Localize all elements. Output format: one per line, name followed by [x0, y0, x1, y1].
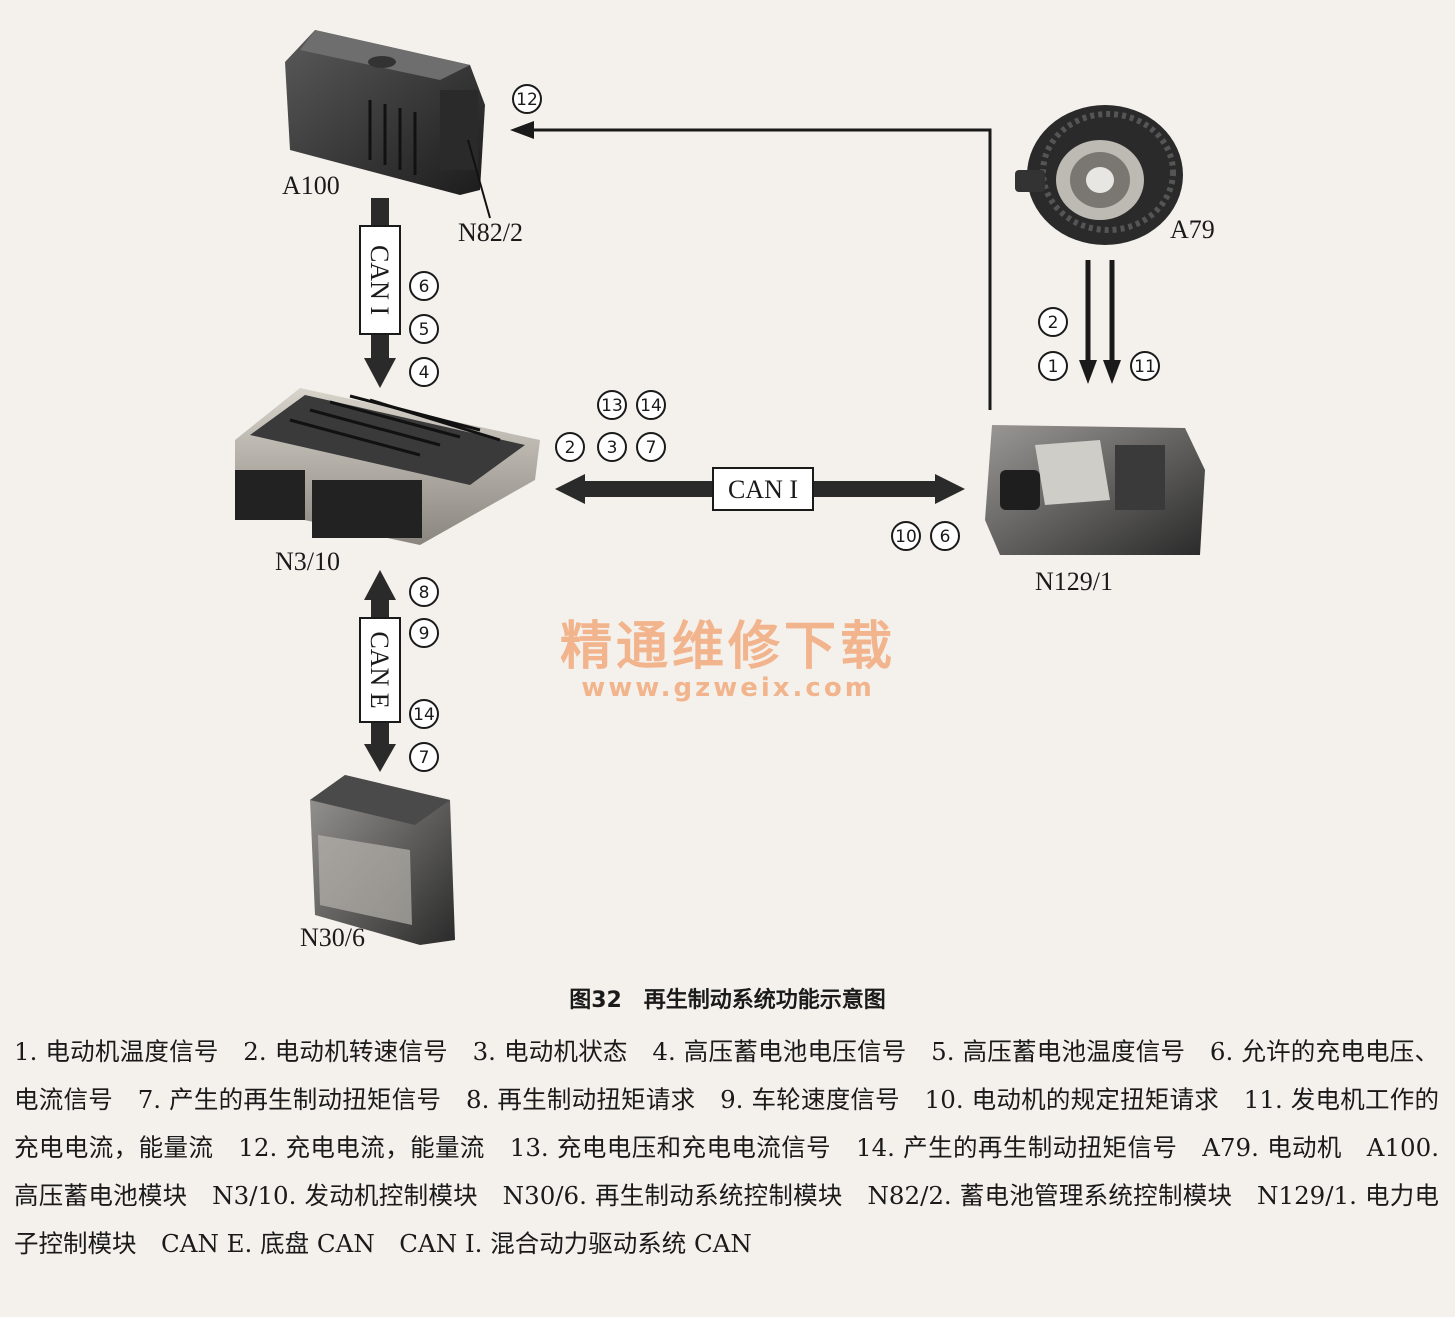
signal-5-marker: 5 [409, 314, 439, 344]
signal-6-marker: 6 [930, 521, 960, 551]
a100-battery-module-image [285, 30, 491, 219]
signal-number: 1 [1048, 357, 1059, 377]
watermark-url: www.gzweix.com [581, 673, 875, 703]
label-n82-2: N82/2 [458, 218, 523, 247]
signal-14-marker: 14 [636, 390, 666, 420]
signal-number: 9 [419, 624, 430, 644]
watermark-title: 精通维修下载 [560, 617, 896, 677]
can-i-horizontal-arrow [555, 467, 965, 511]
signal-number: 2 [1048, 313, 1059, 333]
signal-7-marker: 7 [636, 432, 666, 462]
regenerative-braking-diagram: A100 N82/2 A79 N3/10 N129/1 N30/6 CAN I … [235, 30, 1215, 952]
signal-6-marker: 6 [409, 271, 439, 301]
signal-10-marker: 10 [891, 521, 921, 551]
signal-12-marker: 12 [512, 84, 542, 114]
arrow-12-energy-flow [510, 121, 992, 410]
signal-number: 4 [419, 363, 430, 383]
label-a79: A79 [1170, 215, 1215, 244]
signal-number: 6 [940, 527, 951, 547]
signal-number: 13 [601, 396, 623, 416]
label-can-i-horizontal: CAN I [728, 475, 798, 504]
n129-1-power-electronics-image [985, 425, 1205, 555]
signal-1-marker: 1 [1038, 351, 1068, 381]
signal-number: 14 [413, 705, 435, 725]
figure-caption: 图32 再生制动系统功能示意图 [569, 988, 886, 1013]
signal-14-marker: 14 [409, 699, 439, 729]
signal-number: 14 [640, 396, 662, 416]
label-n129-1: N129/1 [1035, 567, 1113, 596]
figure-legend: 1. 电动机温度信号 2. 电动机转速信号 3. 电动机状态 4. 高压蓄电池电… [14, 1037, 1439, 1258]
signal-number: 12 [516, 90, 538, 110]
label-a100: A100 [282, 171, 340, 200]
can-i-vertical-arrow [359, 198, 401, 388]
signal-number: 6 [419, 277, 430, 297]
label-can-e: CAN E [365, 631, 394, 708]
n3-10-engine-ecu-image [235, 388, 540, 545]
signal-number: 3 [607, 438, 618, 458]
signal-number: 2 [565, 438, 576, 458]
signal-number: 7 [646, 438, 657, 458]
signal-2-marker: 2 [1038, 307, 1068, 337]
signal-9-marker: 9 [409, 618, 439, 648]
signal-13-marker: 13 [597, 390, 627, 420]
label-can-i-vertical: CAN I [365, 245, 394, 315]
signal-number: 7 [419, 748, 430, 768]
label-n30-6: N30/6 [300, 923, 365, 952]
signal-11-marker: 11 [1130, 351, 1160, 381]
signal-number: 8 [419, 583, 430, 603]
n30-6-regen-brake-module-image [310, 775, 455, 945]
label-n3-10: N3/10 [275, 547, 340, 576]
signal-2-marker: 2 [555, 432, 585, 462]
signal-7-marker: 7 [409, 742, 439, 772]
signal-number: 11 [1134, 357, 1156, 377]
signal-8-marker: 8 [409, 577, 439, 607]
signal-4-marker: 4 [409, 357, 439, 387]
signal-number: 10 [895, 527, 917, 547]
can-e-vertical-arrow [359, 570, 401, 772]
a79-electric-motor-image [1015, 105, 1183, 245]
signal-3-marker: 3 [597, 432, 627, 462]
signal-number: 5 [419, 320, 430, 340]
arrows-a79-to-n129 [1079, 260, 1121, 384]
